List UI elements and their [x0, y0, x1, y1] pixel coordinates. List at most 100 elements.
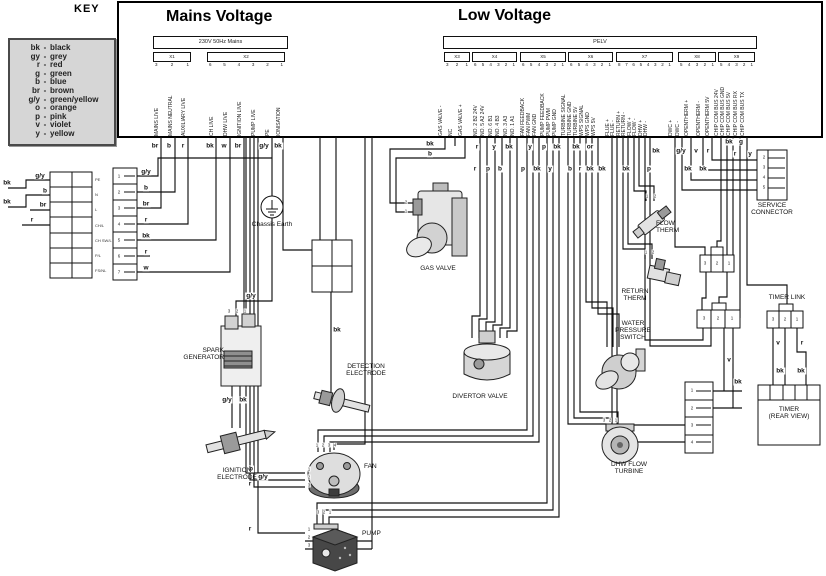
wire-color-label: r [472, 165, 478, 173]
wire-color-label: or [585, 143, 595, 151]
pin-label: 3 [771, 316, 775, 322]
pin-number: 1 [280, 62, 283, 67]
pin-label: 2 [307, 474, 311, 480]
pin-number: 1 [750, 62, 753, 67]
label-fan: FAN [364, 463, 377, 470]
key-entry-code: b [35, 77, 40, 87]
key-entry-dash: - [43, 85, 47, 95]
pin-number: 2 [742, 62, 746, 67]
signal-label: NC [448, 128, 454, 136]
wire-color-label: r [705, 147, 711, 155]
pin-label: 1 [328, 509, 332, 515]
wire-color-label: r [143, 216, 149, 224]
key-entry-dash: - [43, 120, 47, 130]
wire-color-label: bk [332, 326, 342, 334]
key-entry-dash: - [43, 128, 47, 138]
pin-number: 2 [504, 62, 508, 67]
pin-number: 1 [561, 62, 564, 67]
pin-label: 1 [645, 193, 649, 199]
key-entry-code: g/y [28, 94, 40, 104]
key-entry: p-pink [14, 111, 112, 122]
pin-number: 2 [553, 62, 557, 67]
pin-number: 5 [680, 62, 683, 67]
signal-label: OPENTHERM + [684, 99, 690, 136]
pin-number: 3 [446, 62, 449, 67]
label-timer: TIMER (REAR VIEW) [768, 406, 810, 420]
key-entry: y-yellow [14, 128, 112, 139]
pin-label: 3 [602, 417, 606, 423]
wire-color-label: bk [733, 378, 743, 386]
wire-color-label: g/y [257, 473, 269, 481]
pin-number: 8 [618, 62, 621, 67]
connector-name: X5 [520, 52, 566, 62]
pin-number: 6 [632, 62, 635, 67]
wire-color-label: y [491, 143, 497, 151]
wire-color-label: bk [796, 367, 806, 375]
mains-voltage-title: Mains Voltage [166, 8, 273, 25]
pin-label: 2 [235, 308, 239, 314]
wire-runs [8, 137, 807, 550]
pin-number: 4 [489, 62, 492, 67]
label-ignition-electrode: IGNITION ELECTRODE [217, 467, 257, 481]
pin-label: 2 [762, 154, 766, 160]
signal-label: NO. 1 A1 [510, 115, 516, 136]
wire-color-label: v [693, 147, 699, 155]
label-pump: PUMP [362, 530, 381, 537]
signal-label: DHW - [643, 121, 649, 136]
divertor-valve-illustration [463, 330, 511, 381]
pin-label: 1 [117, 173, 121, 179]
pin-label: 3 [307, 542, 311, 548]
pin-number: 2 [661, 62, 664, 67]
pin-number: 3 [155, 62, 158, 67]
wire-color-label: b [567, 165, 573, 173]
pin-label: 4 [762, 174, 766, 180]
pin-label: 1 [243, 308, 247, 314]
pin-number: 4 [727, 62, 731, 67]
signal-label: PUMP LIVE [251, 109, 257, 136]
signal-label: IGNITION LIVE [237, 101, 243, 136]
pin-number: 1 [608, 62, 611, 67]
signal-label: GAS VALVE - [438, 105, 444, 136]
wire-color-label: bk [651, 147, 661, 155]
wire-color-label: y [527, 143, 533, 151]
ignition-electrode-illustration [205, 429, 277, 455]
low-voltage-title: Low Voltage [458, 7, 552, 24]
pin-number: 2 [600, 62, 604, 67]
key-entry-dash: - [43, 111, 47, 121]
water-pressure-switch-illustration [595, 348, 646, 390]
pin-label: 1 [727, 260, 731, 266]
pin-number: 7 [625, 62, 628, 67]
wire-color-label: r [799, 339, 805, 347]
connector-name: X1 [153, 52, 191, 62]
pin-number: 6 [522, 62, 525, 67]
terminal-block-pcb [112, 167, 138, 281]
pin-number: 4 [537, 62, 541, 67]
pin-number: 4 [646, 62, 650, 67]
signal-label: OPENTHERM 5V [705, 96, 711, 136]
pin-label: 6 [117, 253, 121, 259]
pin-number: 4 [687, 62, 691, 67]
label-chassis-earth: Chassis Earth [251, 221, 293, 228]
wire-color-label: bk [683, 165, 693, 173]
spark-generator-illustration [220, 313, 262, 387]
pin-number: 1 [465, 62, 468, 67]
connector-name: X7 [616, 52, 673, 62]
connector-name: X9 [718, 52, 755, 62]
wire-color-label: bk [621, 165, 631, 173]
connector-name: X8 [678, 52, 716, 62]
wire-color-label: p [541, 143, 547, 151]
wire-color-label: p [520, 165, 526, 173]
key-entry-code: br [32, 85, 40, 95]
wire-color-label: bk [724, 138, 734, 146]
wire-color-label: g/y [34, 172, 46, 180]
wire-color-label: b [248, 465, 254, 473]
wire-color-label: bk [238, 396, 248, 404]
wire-color-label: bk [2, 198, 12, 206]
service-connector-block [756, 149, 788, 201]
wire-color-label: br [233, 142, 243, 150]
pin-number: 3 [654, 62, 657, 67]
